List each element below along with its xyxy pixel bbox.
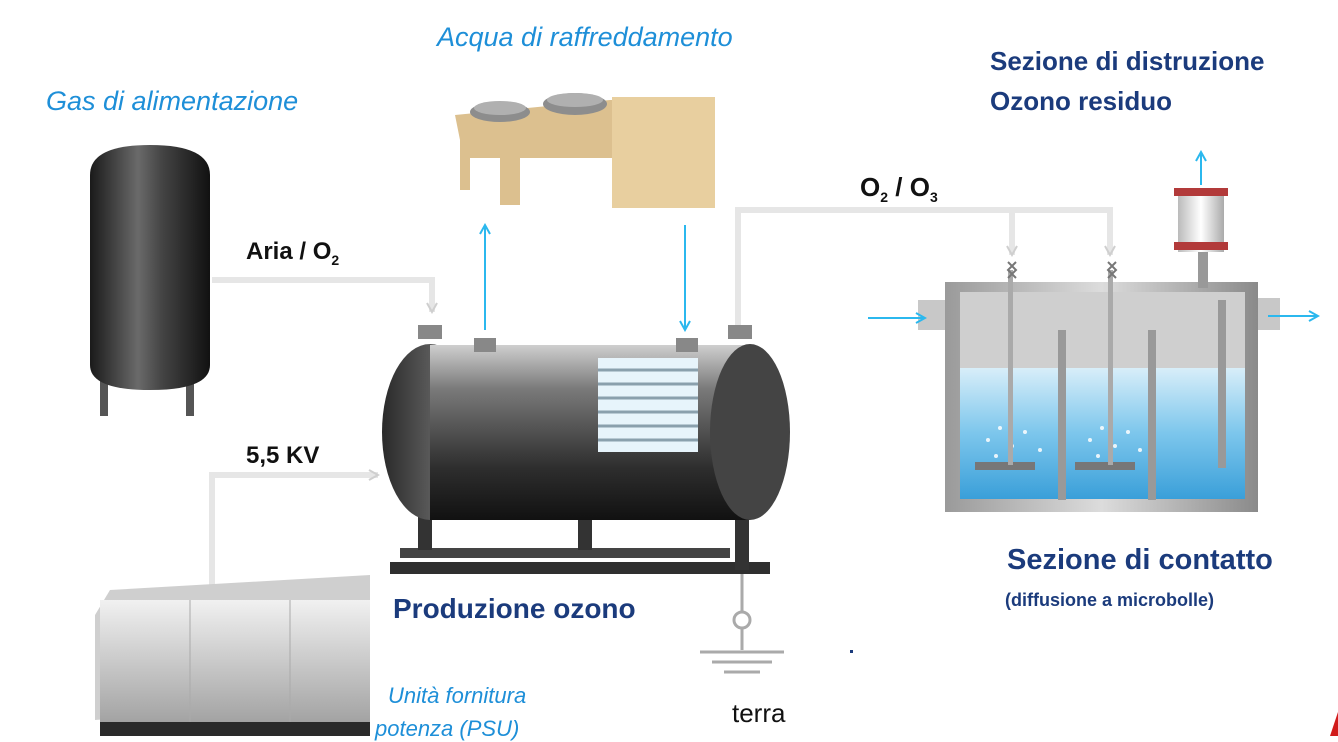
destruction-title-line1: Sezione di distruzione <box>990 46 1265 76</box>
cooling-water-label: Acqua di raffreddamento <box>437 22 733 52</box>
ground-symbol <box>700 574 784 674</box>
o2o3-sep-text: / O <box>888 172 930 202</box>
o2o3-sub-2: 2 <box>880 189 889 205</box>
o2o3-o-text: O <box>860 172 881 202</box>
dot-mark <box>850 650 853 653</box>
psu-label-line2: potenza (PSU) <box>375 716 520 741</box>
cooling-flow-arrows <box>485 225 685 330</box>
air-o2-label: Aria / O2 <box>246 238 339 268</box>
air-o2-text: Aria / O <box>246 238 332 265</box>
air-o2-sub: 2 <box>331 252 340 268</box>
destruction-title-line2: Ozono residuo <box>990 86 1172 116</box>
contact-tank <box>918 188 1280 512</box>
production-label: Produzione ozono <box>393 593 636 624</box>
o2o3-sub-3: 3 <box>929 189 938 205</box>
voltage-label: 5,5 KV <box>246 442 320 469</box>
psu-label-line1: Unità fornitura <box>388 683 527 708</box>
psu-cabinet <box>95 575 370 736</box>
gas-supply-label: Gas di alimentazione <box>46 86 299 116</box>
cooling-unit <box>455 93 715 208</box>
corner-red-mark <box>1330 712 1338 736</box>
ground-label: terra <box>732 698 786 728</box>
o2-o3-label: O2 / O3 <box>860 172 938 205</box>
contact-section-sublabel: (diffusione a microbolle) <box>1005 590 1215 610</box>
ozone-generator <box>382 325 790 574</box>
contact-section-label: Sezione di contatto <box>1007 544 1273 576</box>
water-flow-arrows <box>868 152 1318 318</box>
gas-supply-tank <box>90 145 210 416</box>
feed-pipes <box>209 207 1110 600</box>
